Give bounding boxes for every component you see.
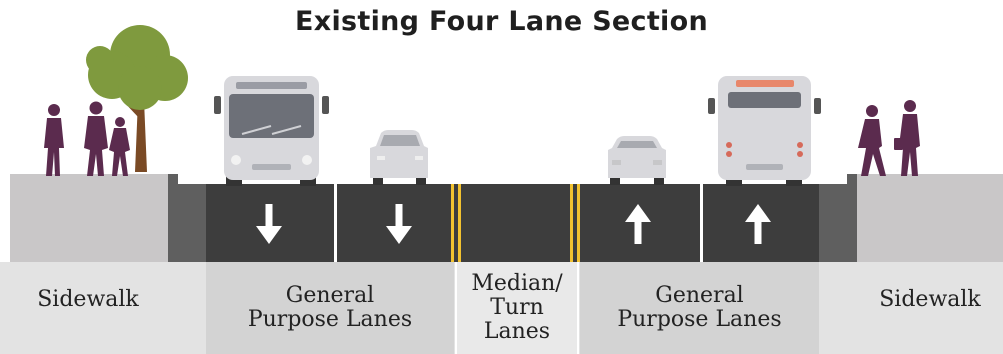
pedestrian-icon [109,117,130,176]
bus-rear-icon [708,76,821,186]
label-band-lanes-right [580,262,819,354]
label-band-lanes-left [206,262,454,354]
label-median-turn-lanes: Median/ Turn Lanes [456,272,578,344]
pedestrian-icon [858,105,886,176]
arrow-down-icon [386,204,412,244]
curb-left [168,174,206,262]
lane-divider [334,184,337,262]
car-front-icon [370,130,428,185]
label-line: Sidewalk [879,287,981,312]
roadway [206,184,819,262]
arrow-down-icon [256,204,282,244]
tree-icon [86,25,188,172]
median-line [451,184,454,262]
diagram-title: Existing Four Lane Section [295,6,708,37]
sidewalk-right-surface [857,174,1003,262]
label-line: General [655,283,744,308]
arrow-up-icon [745,204,771,244]
pedestrian-icon [84,101,108,176]
pedestrian-icon [894,100,920,176]
label-line: Purpose Lanes [617,307,782,332]
label-sidewalk-right: Sidewalk [857,288,1003,312]
bus-front-icon [214,76,329,186]
label-line: Median/ [471,271,563,296]
label-line: Lanes [483,319,551,344]
arrow-up-icon [625,204,651,244]
median-line [458,184,461,262]
label-sidewalk-left: Sidewalk [8,288,168,312]
median-line [570,184,573,262]
curb-right [819,174,857,262]
label-line: General [285,283,375,308]
sidewalk-left-surface [10,174,168,262]
lane-divider [700,184,703,262]
label-line: Turn [490,295,544,320]
car-rear-icon [608,136,666,185]
label-line: Purpose Lanes [247,307,413,332]
label-general-purpose-lanes-right: General Purpose Lanes [580,284,819,332]
median-line [577,184,580,262]
label-line: Sidewalk [37,287,139,312]
label-general-purpose-lanes-left: General Purpose Lanes [206,284,454,332]
label-band-median [456,262,578,354]
pedestrian-icon [44,104,64,176]
